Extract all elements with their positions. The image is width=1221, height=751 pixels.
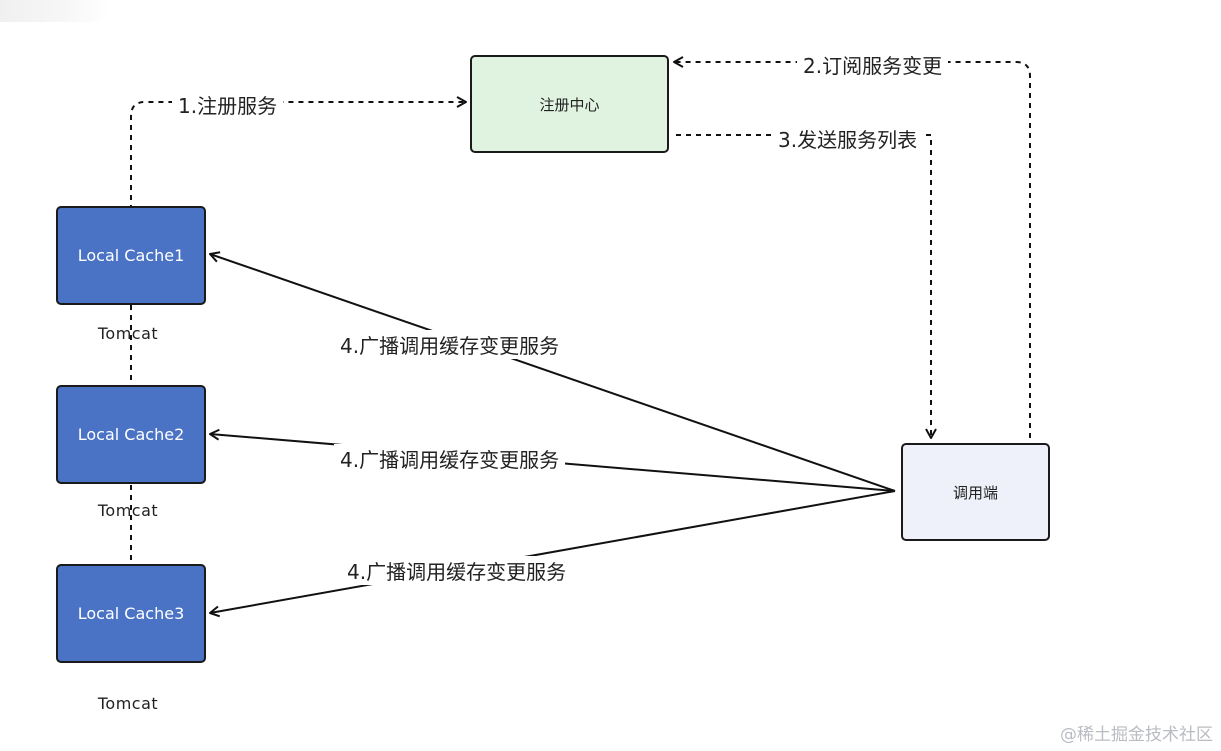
local-cache-2-label: Local Cache2 <box>77 425 185 444</box>
registry-center-label: 注册中心 <box>539 95 600 114</box>
edge-subscribe-label: 2.订阅服务变更 <box>797 50 949 79</box>
local-cache-1-label: Local Cache1 <box>77 246 185 265</box>
tomcat-caption-1: Tomcat <box>97 324 159 343</box>
edge-register-label: 1.注册服务 <box>172 90 284 119</box>
tomcat-caption-3: Tomcat <box>97 694 159 713</box>
local-cache-1-node: Local Cache1 <box>56 206 206 305</box>
edge-broadcast-3-line <box>209 490 896 618</box>
edge-send-list-line <box>676 134 937 439</box>
caller-node: 调用端 <box>901 443 1050 541</box>
registry-center-node: 注册中心 <box>470 55 669 153</box>
watermark: @稀土掘金技术社区 <box>1060 725 1213 745</box>
caller-label: 调用端 <box>952 483 998 502</box>
edge-broadcast-2-label: 4.广播调用缓存变更服务 <box>334 444 566 473</box>
corner-shade <box>0 0 110 22</box>
edge-send-list-label: 3.发送服务列表 <box>772 124 924 153</box>
edge-broadcast-3-label: 4.广播调用缓存变更服务 <box>341 556 573 585</box>
edge-broadcast-1-label: 4.广播调用缓存变更服务 <box>334 330 566 359</box>
edge-subscribe-line <box>673 56 1031 438</box>
edge-register-line <box>130 96 467 560</box>
local-cache-2-node: Local Cache2 <box>56 385 206 484</box>
edge-broadcast-1-line <box>209 251 896 492</box>
tomcat-caption-2: Tomcat <box>97 501 159 520</box>
local-cache-3-node: Local Cache3 <box>56 564 206 663</box>
local-cache-3-label: Local Cache3 <box>77 604 185 623</box>
